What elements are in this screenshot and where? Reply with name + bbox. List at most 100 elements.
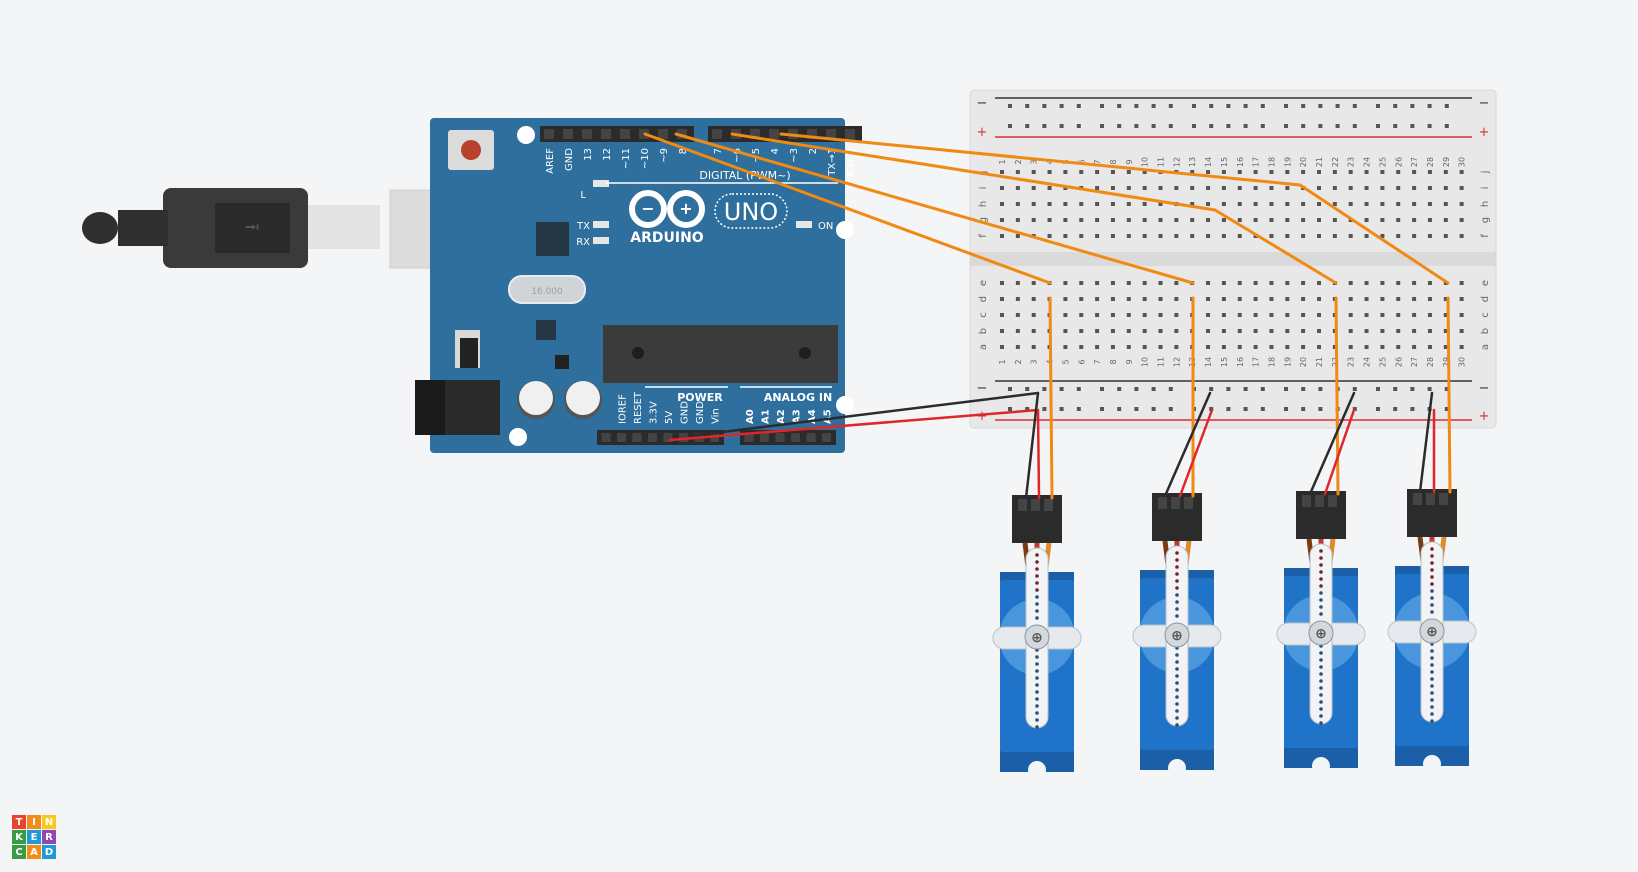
- rail-hole[interactable]: [1042, 407, 1047, 411]
- breadboard-hole[interactable]: [1063, 345, 1068, 349]
- breadboard-hole[interactable]: [1380, 329, 1385, 333]
- breadboard-hole[interactable]: [1063, 234, 1068, 238]
- breadboard-hole[interactable]: [1110, 170, 1115, 174]
- breadboard-hole[interactable]: [1206, 170, 1211, 174]
- breadboard-hole[interactable]: [1221, 202, 1226, 206]
- breadboard-hole[interactable]: [1221, 313, 1226, 317]
- header-pin[interactable]: [632, 433, 642, 442]
- breadboard-hole[interactable]: [1063, 218, 1068, 222]
- breadboard-hole[interactable]: [1079, 329, 1084, 333]
- breadboard-hole[interactable]: [1459, 170, 1464, 174]
- breadboard-hole[interactable]: [1126, 202, 1131, 206]
- breadboard-hole[interactable]: [1237, 313, 1242, 317]
- breadboard-hole[interactable]: [1206, 329, 1211, 333]
- breadboard-hole[interactable]: [1412, 297, 1417, 301]
- breadboard-hole[interactable]: [1126, 281, 1131, 285]
- breadboard-hole[interactable]: [1095, 234, 1100, 238]
- breadboard-hole[interactable]: [1364, 345, 1369, 349]
- rail-hole[interactable]: [1226, 124, 1231, 128]
- rail-hole[interactable]: [1284, 407, 1288, 411]
- ground-wire-servo-4[interactable]: [1418, 391, 1434, 494]
- breadboard-hole[interactable]: [1332, 202, 1337, 206]
- rail-hole[interactable]: [1100, 407, 1104, 411]
- breadboard-hole[interactable]: [1380, 234, 1385, 238]
- breadboard-hole[interactable]: [1158, 329, 1163, 333]
- breadboard-hole[interactable]: [1396, 234, 1401, 238]
- breadboard-hole[interactable]: [1269, 313, 1274, 317]
- breadboard-hole[interactable]: [1332, 170, 1337, 174]
- rail-hole[interactable]: [1168, 104, 1173, 108]
- breadboard-hole[interactable]: [1364, 186, 1369, 190]
- breadboard-hole[interactable]: [1285, 345, 1290, 349]
- breadboard-hole[interactable]: [1158, 218, 1163, 222]
- breadboard-hole[interactable]: [1142, 281, 1147, 285]
- ground-wire-arduino[interactable]: [688, 391, 1040, 438]
- servo-2[interactable]: ⊕: [1132, 493, 1222, 777]
- breadboard-hole[interactable]: [1142, 345, 1147, 349]
- breadboard-hole[interactable]: [1174, 297, 1179, 301]
- breadboard-hole[interactable]: [1301, 345, 1306, 349]
- breadboard-hole[interactable]: [1396, 218, 1401, 222]
- breadboard-hole[interactable]: [1443, 218, 1448, 222]
- rail-hole[interactable]: [1260, 104, 1265, 108]
- breadboard-hole[interactable]: [1221, 281, 1226, 285]
- breadboard-hole[interactable]: [1348, 297, 1353, 301]
- rail-hole[interactable]: [1076, 104, 1081, 108]
- breadboard-hole[interactable]: [1348, 313, 1353, 317]
- breadboard-hole[interactable]: [1332, 186, 1337, 190]
- breadboard-hole[interactable]: [1031, 186, 1036, 190]
- rail-hole[interactable]: [1260, 124, 1265, 128]
- breadboard-hole[interactable]: [1206, 202, 1211, 206]
- rail-hole[interactable]: [1284, 387, 1288, 391]
- breadboard-hole[interactable]: [1269, 329, 1274, 333]
- breadboard-hole[interactable]: [1095, 297, 1100, 301]
- rail-hole[interactable]: [1444, 124, 1449, 128]
- rail-hole[interactable]: [1059, 407, 1064, 411]
- rail-hole[interactable]: [1410, 407, 1415, 411]
- breadboard-hole[interactable]: [1237, 281, 1242, 285]
- breadboard-hole[interactable]: [1142, 297, 1147, 301]
- header-pin[interactable]: [663, 433, 673, 442]
- rail-hole[interactable]: [1444, 407, 1449, 411]
- breadboard-hole[interactable]: [1396, 313, 1401, 317]
- header-pin[interactable]: [760, 433, 769, 442]
- rail-hole[interactable]: [1168, 407, 1173, 411]
- breadboard-hole[interactable]: [1443, 186, 1448, 190]
- power-wire-servo-2[interactable]: [1178, 408, 1214, 498]
- rail-hole[interactable]: [1444, 104, 1449, 108]
- breadboard-hole[interactable]: [1031, 202, 1036, 206]
- breadboard-hole[interactable]: [1110, 202, 1115, 206]
- breadboard-hole[interactable]: [1206, 186, 1211, 190]
- breadboard-hole[interactable]: [1253, 170, 1258, 174]
- breadboard-hole[interactable]: [1269, 186, 1274, 190]
- breadboard-hole[interactable]: [1412, 329, 1417, 333]
- breadboard-hole[interactable]: [1301, 329, 1306, 333]
- breadboard-hole[interactable]: [1110, 329, 1115, 333]
- breadboard-hole[interactable]: [1079, 297, 1084, 301]
- rail-hole[interactable]: [1318, 104, 1323, 108]
- rail-hole[interactable]: [1059, 104, 1064, 108]
- breadboard-hole[interactable]: [1459, 297, 1464, 301]
- breadboard-hole[interactable]: [1348, 186, 1353, 190]
- breadboard-hole[interactable]: [1174, 186, 1179, 190]
- breadboard-hole[interactable]: [1126, 170, 1131, 174]
- rail-hole[interactable]: [1243, 104, 1248, 108]
- header-pin[interactable]: [563, 129, 573, 139]
- breadboard-hole[interactable]: [1015, 329, 1020, 333]
- breadboard-hole[interactable]: [1317, 329, 1321, 333]
- breadboard-hole[interactable]: [1031, 329, 1036, 333]
- breadboard-hole[interactable]: [1443, 329, 1448, 333]
- breadboard-hole[interactable]: [1412, 234, 1417, 238]
- breadboard-hole[interactable]: [1396, 186, 1401, 190]
- rail-hole[interactable]: [1008, 387, 1012, 391]
- rail-hole[interactable]: [1376, 407, 1380, 411]
- breadboard-hole[interactable]: [1047, 186, 1052, 190]
- power-wire-servo-1[interactable]: [1036, 408, 1041, 500]
- header-pin[interactable]: [617, 433, 626, 442]
- rail-hole[interactable]: [1352, 104, 1357, 108]
- breadboard-hole[interactable]: [1174, 329, 1179, 333]
- breadboard-hole[interactable]: [1317, 186, 1321, 190]
- rail-hole[interactable]: [1243, 407, 1248, 411]
- rail-hole[interactable]: [1059, 387, 1064, 391]
- breadboard-hole[interactable]: [1269, 281, 1274, 285]
